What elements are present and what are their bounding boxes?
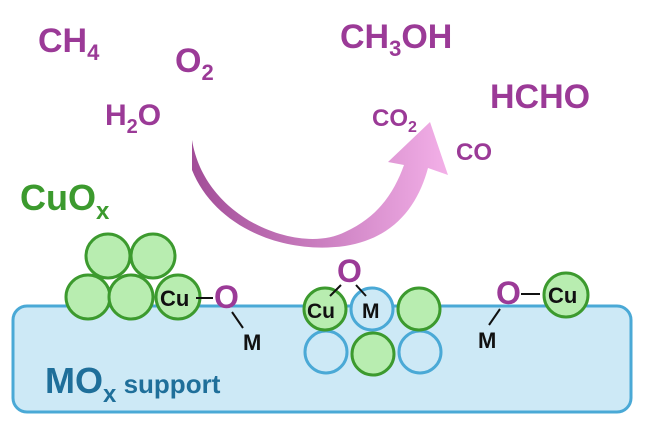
oxygen-site-left: O: [214, 279, 239, 315]
m-label-middle: M: [362, 300, 380, 323]
cu-label-right: Cu: [548, 283, 577, 308]
water-label: H2O: [105, 99, 161, 138]
oxygen-site-right: O: [496, 275, 521, 311]
embedded-cluster-middle: [302, 286, 443, 377]
o-m-bond-left: [231, 311, 244, 329]
oxygen-label: O2: [175, 42, 214, 85]
cu-label-left: Cu: [160, 286, 189, 311]
co-label: CO: [456, 139, 492, 166]
o-m-bond-middle: [355, 284, 367, 297]
m-label-right: M: [478, 328, 496, 353]
o-cu-bond-middle: [329, 284, 342, 297]
methanol-label: CH3OH: [340, 18, 452, 61]
m-label-left: M: [243, 330, 261, 355]
reaction-arrow: [192, 122, 448, 248]
support-label: MOx support: [45, 360, 221, 408]
formaldehyde-label: HCHO: [490, 78, 590, 116]
cu-particle-right: [542, 271, 590, 319]
o-m-bond-right: [488, 308, 501, 326]
methane-label: CH4: [38, 22, 100, 65]
cuox-label: CuOx: [20, 177, 110, 225]
oxygen-site-middle: O: [337, 253, 362, 289]
co2-label: CO2: [372, 105, 417, 136]
cuox-cluster-left: [64, 232, 202, 321]
cu-label-middle: Cu: [307, 300, 335, 323]
